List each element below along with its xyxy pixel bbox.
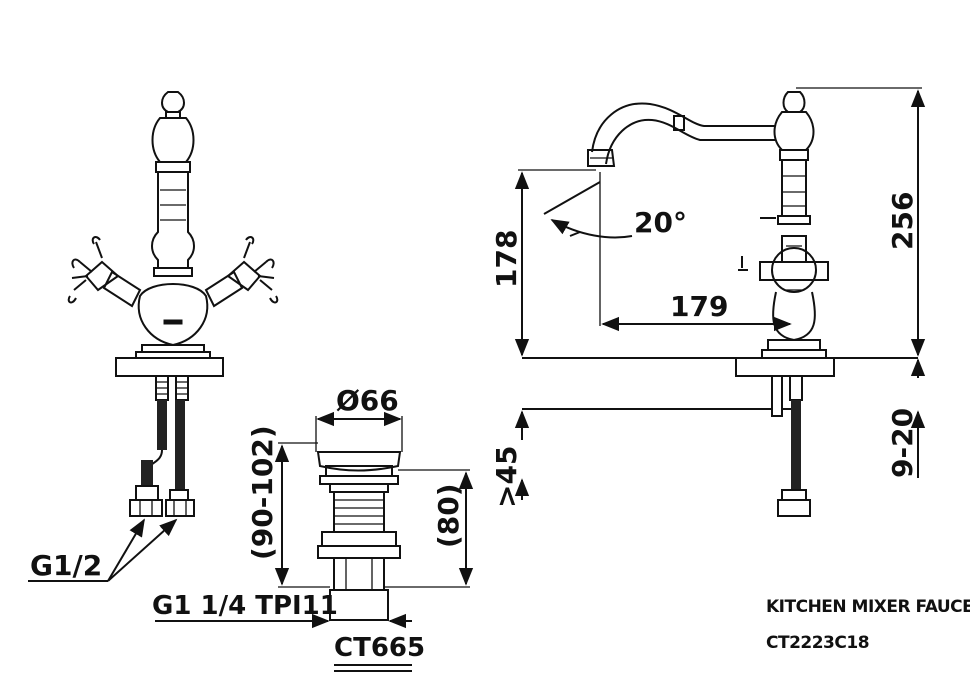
label-g114: G1 1/4 TPI11: [152, 591, 338, 621]
dim-178: 178: [490, 169, 596, 357]
front-body: [137, 283, 209, 347]
side-hose-nut: [777, 489, 811, 517]
dim-256: 256: [796, 87, 926, 357]
dim-20-deg: 20°: [543, 172, 687, 326]
label-d9-20: 9-20: [886, 408, 919, 478]
label-g12: G1/2: [30, 549, 102, 582]
dim-45: >45: [490, 410, 530, 508]
label-d90-102: (90-102): [246, 425, 279, 560]
label-d20deg: 20°: [634, 206, 687, 239]
front-hose-nut-right: [165, 489, 195, 517]
side-spout: [591, 102, 776, 153]
dim-9-20: 9-20: [886, 358, 926, 478]
front-right-handle: [204, 236, 279, 308]
front-view-faucet: [67, 91, 279, 517]
front-countertop: [115, 357, 224, 377]
side-view-faucet: [522, 91, 918, 517]
dim-179: 179: [601, 290, 792, 332]
popup-waste: Ø66 (90-102) (80) G1 1/4 TPI11 CT665: [152, 384, 474, 672]
label-d80: (80): [432, 483, 465, 548]
label-d256: 256: [886, 192, 919, 250]
side-aerator: [587, 149, 616, 167]
product-code: CT2223C18: [766, 633, 869, 653]
label-d45: >45: [490, 446, 523, 508]
waste-cap: [316, 451, 402, 472]
label-d179: 179: [670, 290, 728, 323]
label-d178: 178: [490, 230, 523, 288]
side-handle-hub: [771, 247, 817, 293]
front-hose-nut-left: [129, 485, 163, 517]
label-d66: Ø66: [336, 384, 399, 417]
front-left-handle: [67, 236, 142, 308]
front-finial: [161, 91, 185, 113]
front-top-cap: [151, 117, 195, 163]
label-ct665: CT665: [334, 633, 425, 663]
product-name: KITCHEN MIXER FAUCET: [766, 597, 970, 617]
side-countertop: [735, 357, 835, 377]
waste-tailpiece: [329, 589, 389, 621]
g12-callout: G1/2: [28, 518, 178, 582]
